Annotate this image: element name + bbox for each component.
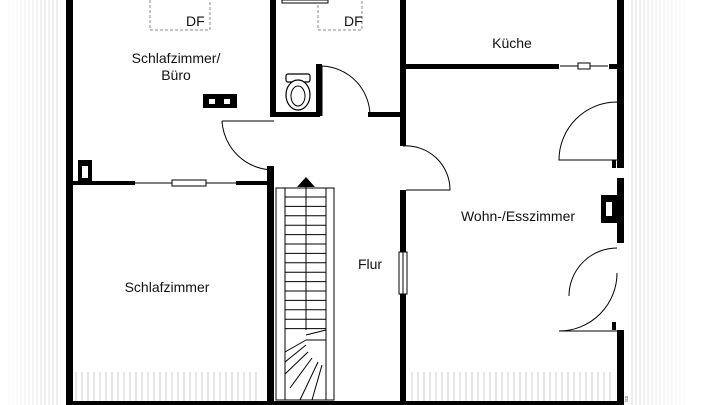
- stair-direction-arrow: [297, 177, 315, 187]
- kueche-sliding-door-panel: [577, 62, 591, 70]
- skylight-label-buero: DF: [186, 13, 205, 29]
- chimney-right-flue: [606, 202, 612, 216]
- door-upper-stop: [612, 160, 616, 168]
- room-label-wohn: Wohn-/Esszimmer: [461, 208, 575, 224]
- room-label-buero-line2: Büro: [161, 67, 191, 83]
- wall-kueche-bottom-left: [403, 64, 559, 69]
- watermark-text: iss: [624, 395, 630, 402]
- wall-flur-right-lower: [400, 190, 406, 405]
- schlaf-sliding-door-panel: [171, 179, 207, 187]
- bath-window-top: [281, 0, 329, 4]
- door-balcony-lower-swing-2: [568, 247, 618, 297]
- hatching-fade-right: [630, 0, 692, 405]
- door-balcony-lower-swing: [558, 272, 618, 332]
- bottom-hatch-band: [69, 372, 611, 403]
- room-label-buero-line1: Schlafzimmer/: [132, 50, 221, 66]
- radiator-buero-slot-2: [224, 99, 230, 104]
- hatching-fade-left: [0, 0, 62, 405]
- room-label-flur: Flur: [358, 256, 382, 272]
- outer-wall-left: [66, 0, 73, 405]
- outer-wall-right-upper: [617, 0, 624, 168]
- toilet-seat: [290, 85, 306, 107]
- outer-wall-right-lower: [617, 330, 624, 405]
- door-wc-swing: [321, 65, 371, 117]
- wall-schlaf-top-left: [73, 181, 135, 185]
- wall-stair-left: [267, 166, 274, 405]
- door-balcony-upper-swing: [558, 101, 618, 161]
- skylight-buero: [149, 0, 211, 31]
- radiator-buero-slot-1: [209, 99, 215, 104]
- room-label-kueche: Küche: [492, 35, 532, 51]
- radiator-buero: [203, 94, 237, 108]
- wall-wc-right: [316, 64, 322, 116]
- wall-bath-left: [270, 0, 276, 116]
- wall-flur-right-upper: [400, 0, 406, 146]
- door-lower-stop: [612, 322, 616, 330]
- chimney-left-flue: [82, 166, 88, 178]
- room-label-schlaf: Schlafzimmer: [125, 279, 210, 295]
- wall-kueche-bottom-right: [609, 64, 621, 69]
- outer-wall-right-middle: [617, 178, 624, 243]
- skylight-bath: [317, 0, 363, 31]
- door-wohn-swing: [402, 145, 451, 191]
- staircase: [275, 187, 335, 401]
- wall-bath-bottom-right: [368, 112, 406, 117]
- wall-bath-bottom: [270, 112, 320, 117]
- skylight-label-bath: DF: [344, 13, 363, 29]
- stair-winders: [284, 329, 327, 401]
- wall-schlaf-top-right: [236, 181, 274, 185]
- door-buero-swing: [221, 120, 275, 171]
- outer-wall-bottom: [66, 401, 624, 405]
